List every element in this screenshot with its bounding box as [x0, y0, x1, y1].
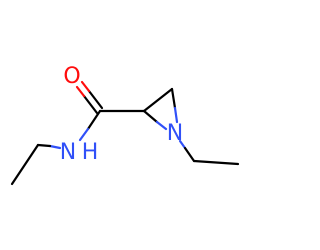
- ring-nitrogen-label: N: [167, 121, 183, 146]
- ring-n-ethyl-bond: [178, 139, 196, 163]
- ring-ethyl-cc-bond: [192, 159, 240, 166]
- amide-hydrogen-label: H: [82, 140, 99, 165]
- oxygen-label: O: [63, 64, 80, 89]
- molecule-diagram: O N H N: [10, 64, 240, 186]
- amide-nitrogen-label: N: [60, 140, 76, 165]
- amide-c-n-bond: [78, 109, 102, 142]
- carbonyl-double-bond: [75, 80, 104, 115]
- amide-n-ethyl-bond: [36, 143, 62, 150]
- aziridine-ring: [142, 87, 179, 131]
- ethyl-cc-bond: [10, 143, 40, 186]
